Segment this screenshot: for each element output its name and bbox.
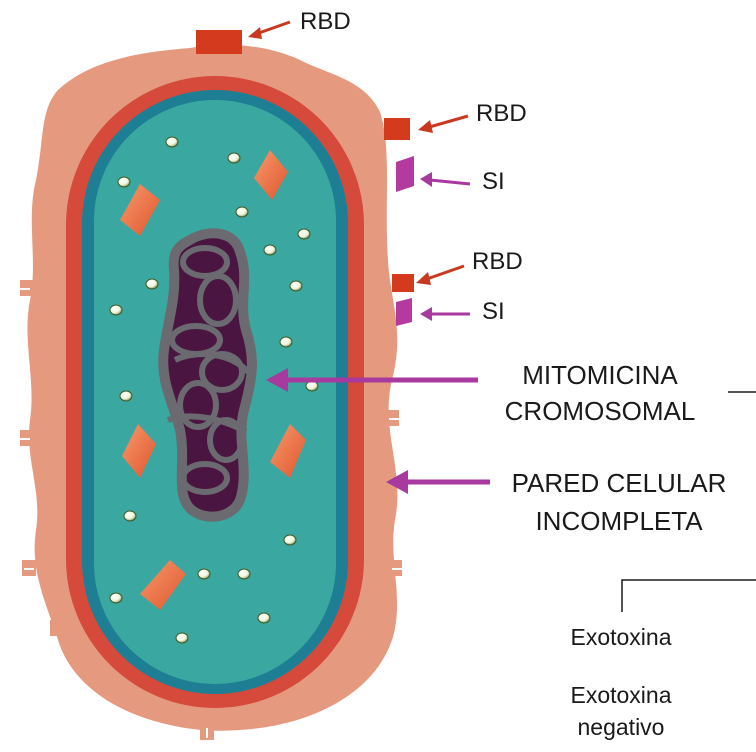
label-cromosomal: CROMOSOMAL — [460, 398, 740, 424]
label-pared-celular: PARED CELULAR — [484, 470, 754, 496]
granule — [236, 207, 248, 217]
label-rbd-top: RBD — [300, 10, 351, 34]
si-arrows — [420, 172, 470, 321]
label-si-upper: SI — [482, 170, 505, 194]
granule — [120, 391, 132, 401]
label-rbd-lower: RBD — [472, 250, 523, 274]
granule — [118, 177, 130, 187]
label-exotoxina-negativo-2: negativo — [536, 716, 706, 739]
pared-celular-arrow — [386, 470, 490, 494]
granule — [238, 569, 250, 579]
label-incompleta: INCOMPLETA — [484, 508, 754, 534]
si-marker-lower — [396, 298, 412, 326]
granule — [146, 279, 158, 289]
label-exotoxina: Exotoxina — [536, 626, 706, 649]
label-exotoxina-negativo-1: Exotoxina — [536, 684, 706, 707]
granule — [176, 633, 188, 643]
granule — [280, 337, 292, 347]
label-rbd-middle: RBD — [476, 102, 527, 126]
rbd-marker-middle — [384, 118, 410, 140]
rbd-marker-lower — [392, 274, 414, 292]
granule — [298, 229, 310, 239]
granule — [284, 535, 296, 545]
granule — [166, 137, 178, 147]
rbd-marker-top — [196, 30, 242, 54]
granule — [110, 593, 122, 603]
granule — [110, 305, 122, 315]
granule — [228, 153, 240, 163]
label-si-lower: SI — [482, 300, 505, 324]
label-mitomicina: MITOMICINA — [470, 362, 730, 388]
granule — [124, 511, 136, 521]
granule — [198, 569, 210, 579]
si-marker-upper — [396, 156, 414, 192]
granule — [290, 281, 302, 291]
granule — [264, 245, 276, 255]
granule — [258, 613, 270, 623]
